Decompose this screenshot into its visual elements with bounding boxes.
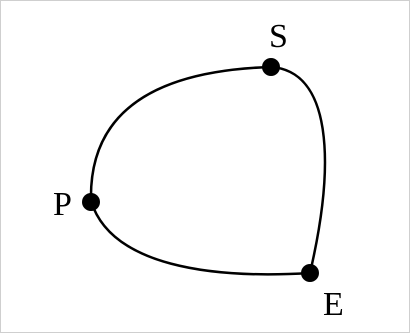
node-label-s: S <box>269 18 288 55</box>
edge-s-e <box>270 65 327 274</box>
node-label-e: E <box>323 286 344 323</box>
node-p <box>82 193 100 211</box>
node-e <box>301 264 319 282</box>
edge-p-s <box>89 65 272 202</box>
node-s <box>262 58 280 76</box>
edge-e-p <box>89 200 311 276</box>
node-label-p: P <box>53 186 72 223</box>
